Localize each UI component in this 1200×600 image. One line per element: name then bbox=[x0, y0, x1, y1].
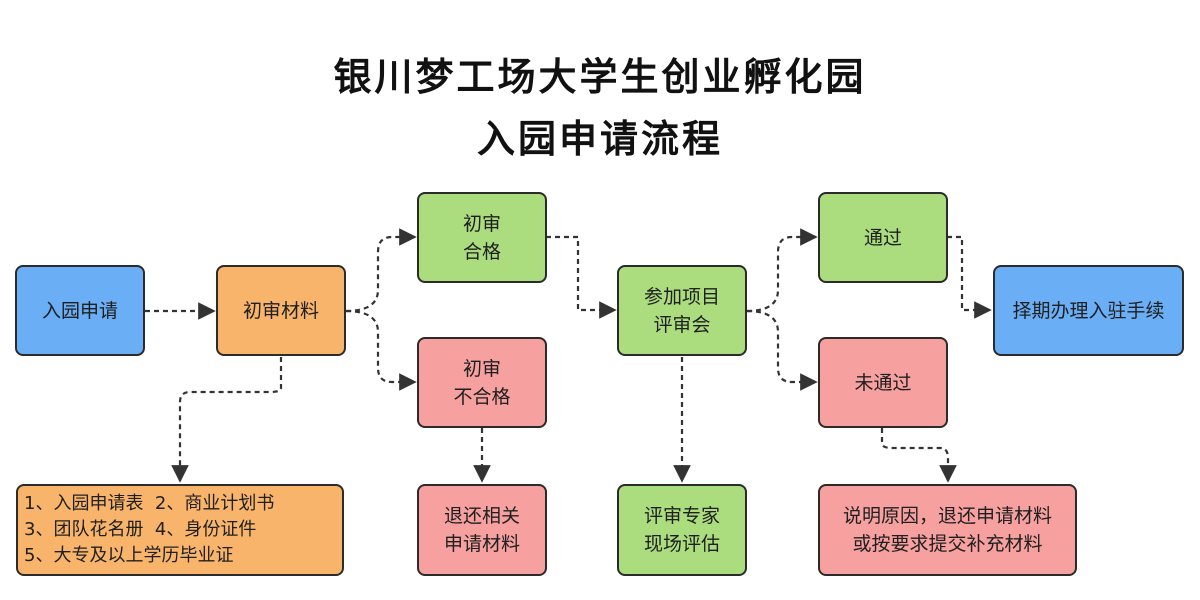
node-expert-line2: 现场评估 bbox=[643, 533, 720, 555]
node-expert-evaluation: 评审专家 现场评估 bbox=[617, 484, 747, 576]
arrow-initial-to-list bbox=[171, 357, 283, 483]
list-item: 1、入园申请表 2、商业计划书 bbox=[24, 493, 275, 514]
list-item: 3、团队花名册 4、身份证件 bbox=[24, 519, 257, 540]
arrow-rejected-to-explain bbox=[880, 428, 957, 483]
arrow-review-to-approved bbox=[746, 228, 818, 313]
node-pass: 初审 合格 bbox=[417, 192, 547, 283]
arrow-pass-to-review bbox=[546, 235, 617, 319]
node-fail-line2: 不合格 bbox=[453, 385, 511, 408]
node-fail: 初审 不合格 bbox=[417, 337, 547, 428]
node-return-line2: 申请材料 bbox=[443, 533, 520, 555]
node-explain-reasons: 说明原因，退还申请材料 或按要求提交补充材料 bbox=[818, 484, 1077, 576]
node-pass-line1: 初审 bbox=[462, 212, 501, 235]
node-explain-line2: 或按要求提交补充材料 bbox=[852, 533, 1043, 555]
node-initial-materials: 初审材料 bbox=[216, 265, 346, 356]
arrow-initial-to-pass bbox=[345, 228, 417, 313]
node-approved-label: 通过 bbox=[863, 226, 902, 249]
node-fail-line1: 初审 bbox=[462, 357, 501, 380]
node-rejected: 未通过 bbox=[818, 337, 948, 428]
node-review-meeting: 参加项目 评审会 bbox=[617, 265, 747, 356]
node-rejected-label: 未通过 bbox=[854, 371, 912, 394]
node-settle-label: 择期办理入驻手续 bbox=[1012, 299, 1165, 322]
arrow-approved-to-settle bbox=[947, 235, 992, 319]
arrow-initial-to-fail bbox=[345, 309, 417, 391]
list-item: 5、大专及以上学历毕业证 bbox=[24, 545, 234, 566]
node-apply-label: 入园申请 bbox=[41, 299, 118, 322]
diagram-title-line1: 银川梦工场大学生创业孵化园 bbox=[333, 55, 867, 99]
node-apply: 入园申请 bbox=[15, 265, 145, 356]
node-expert-line1: 评审专家 bbox=[643, 505, 720, 527]
node-explain-line1: 说明原因，退还申请材料 bbox=[842, 505, 1052, 527]
node-pass-line2: 合格 bbox=[462, 240, 501, 263]
diagram-title-line2: 入园申请流程 bbox=[476, 117, 723, 161]
node-approved: 通过 bbox=[818, 192, 948, 283]
node-review-line1: 参加项目 bbox=[643, 285, 720, 308]
node-initial-materials-label: 初审材料 bbox=[242, 299, 319, 322]
node-settle-procedures: 择期办理入驻手续 bbox=[993, 265, 1184, 356]
node-return-materials: 退还相关 申请材料 bbox=[417, 484, 547, 576]
arrow-review-to-rejected bbox=[746, 309, 818, 391]
node-return-line1: 退还相关 bbox=[443, 505, 520, 527]
node-review-line2: 评审会 bbox=[653, 313, 711, 336]
node-materials-list: 1、入园申请表 2、商业计划书 3、团队花名册 4、身份证件 5、大专及以上学历… bbox=[16, 484, 344, 576]
